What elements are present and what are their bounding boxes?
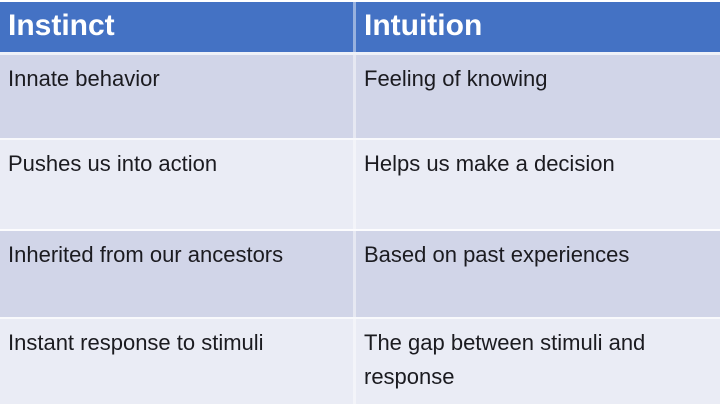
cell-instinct-pushes-into-action: Pushes us into action bbox=[0, 140, 356, 229]
table-row: Innate behavior Feeling of knowing bbox=[0, 55, 720, 140]
cell-intuition-helps-decision: Helps us make a decision bbox=[364, 151, 615, 176]
cell-instinct-instant-response: Instant response to stimuli bbox=[0, 319, 356, 404]
table-row: Inherited from our ancestors Based on pa… bbox=[0, 231, 720, 319]
cell-intuition-feeling-of-knowing: Feeling of knowing bbox=[364, 66, 548, 91]
header-cell-instinct: Instinct bbox=[0, 2, 356, 52]
cell-instinct-innate-behavior: Innate behavior bbox=[0, 55, 356, 138]
table-row: Instant response to stimuli The gap betw… bbox=[0, 319, 720, 404]
table-header-row: Instinct Intuition bbox=[0, 2, 720, 55]
top-margin-strip bbox=[0, 0, 720, 2]
header-cell-intuition: Intuition bbox=[364, 9, 483, 42]
cell-instinct-inherited-ancestors: Inherited from our ancestors bbox=[0, 231, 356, 317]
table-row: Pushes us into action Helps us make a de… bbox=[0, 140, 720, 231]
cell-intuition-past-experiences: Based on past experiences bbox=[364, 242, 630, 267]
cell-intuition-gap-stimuli-response: The gap between stimuli and response bbox=[364, 330, 646, 389]
